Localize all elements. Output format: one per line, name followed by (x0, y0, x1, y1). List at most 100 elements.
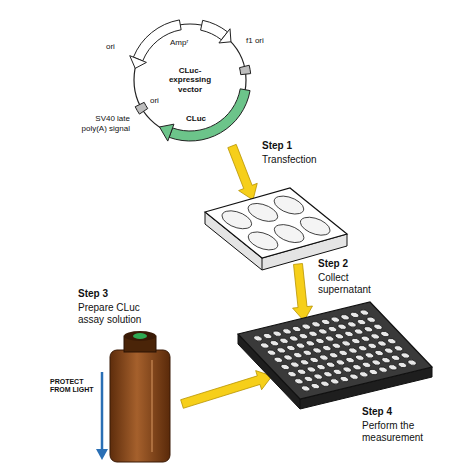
well (336, 323, 348, 330)
well (303, 376, 315, 383)
well (362, 326, 374, 333)
well (341, 366, 353, 373)
well (386, 338, 398, 345)
well (259, 342, 271, 349)
well (350, 338, 362, 345)
signal-label: SV40 late poly(A) signal (68, 114, 130, 133)
well (266, 349, 278, 356)
well (324, 335, 336, 342)
amp-arrowhead (130, 56, 147, 69)
well (310, 321, 322, 328)
origin-label: ori (150, 96, 159, 106)
well (311, 347, 323, 354)
step-arrow (293, 264, 313, 321)
well (393, 345, 405, 352)
well (377, 366, 389, 373)
well (329, 316, 341, 323)
well (329, 378, 341, 385)
well (328, 352, 340, 359)
light-arrow-head (96, 449, 108, 460)
well (301, 349, 313, 356)
ninety-six-well-plate (238, 302, 432, 409)
well (344, 357, 356, 364)
cluc-gene (169, 89, 250, 141)
well (289, 361, 301, 368)
well (325, 361, 337, 368)
well (319, 380, 331, 387)
well (356, 319, 368, 326)
well (315, 364, 327, 371)
well (327, 326, 339, 333)
well (383, 347, 395, 354)
step-number: Step 1 (262, 140, 292, 152)
well (305, 366, 317, 373)
gene-label: CLuc (186, 114, 206, 124)
bottle-body (110, 350, 170, 462)
well (333, 333, 345, 340)
well (281, 328, 293, 335)
well (282, 354, 294, 361)
well (294, 215, 336, 238)
well (312, 373, 324, 380)
well (297, 333, 309, 340)
plasmid-circle: CLuc-expressing vector (157, 63, 223, 97)
well (272, 356, 284, 363)
well (339, 314, 351, 321)
well (295, 342, 307, 349)
feature-block (239, 65, 250, 74)
well (304, 340, 316, 347)
well (279, 364, 291, 371)
well (363, 352, 375, 359)
plate-edge (262, 258, 263, 270)
well (348, 373, 360, 380)
gene-label: Ampʳ (170, 38, 188, 48)
well (299, 359, 311, 366)
green-dot (133, 333, 147, 339)
step-description: Transfection (262, 154, 317, 166)
well (309, 383, 321, 390)
well (372, 323, 384, 330)
plate-top (238, 302, 432, 399)
vector-name: CLuc-expressing vector (160, 66, 220, 94)
well (278, 337, 290, 344)
well (286, 371, 298, 378)
step-description: Perform the measurement (362, 420, 454, 444)
well (367, 369, 379, 376)
step-description: Prepare CLuc assay solution (78, 302, 162, 326)
warning-note: PROTECT FROM LIGHT (50, 378, 96, 395)
well (292, 352, 304, 359)
reagent-bottle (110, 331, 170, 462)
well (318, 354, 330, 361)
well (373, 350, 385, 357)
well (338, 376, 350, 383)
step-number: Step 3 (78, 288, 108, 300)
well (361, 361, 373, 368)
well (275, 347, 287, 354)
well (369, 333, 381, 340)
well (268, 194, 310, 217)
well (357, 345, 369, 352)
well (351, 364, 363, 371)
well (330, 342, 342, 349)
well (321, 345, 333, 352)
origin-label: ori (106, 42, 115, 52)
well (380, 357, 392, 364)
step-description: Collect supernatant (318, 272, 382, 296)
well (300, 323, 312, 330)
plasmid-map (130, 20, 251, 141)
bottle-highlight (151, 360, 153, 452)
well (314, 338, 326, 345)
well (396, 362, 408, 369)
well (379, 331, 391, 338)
cluc-arrowhead (160, 124, 174, 141)
well (346, 321, 358, 328)
well (296, 368, 308, 375)
well (390, 354, 402, 361)
well (340, 340, 352, 347)
cap-top (124, 331, 156, 341)
well (293, 378, 305, 385)
plate-edge (300, 399, 301, 409)
light-arrow-shaft (101, 372, 104, 450)
well (317, 328, 329, 335)
